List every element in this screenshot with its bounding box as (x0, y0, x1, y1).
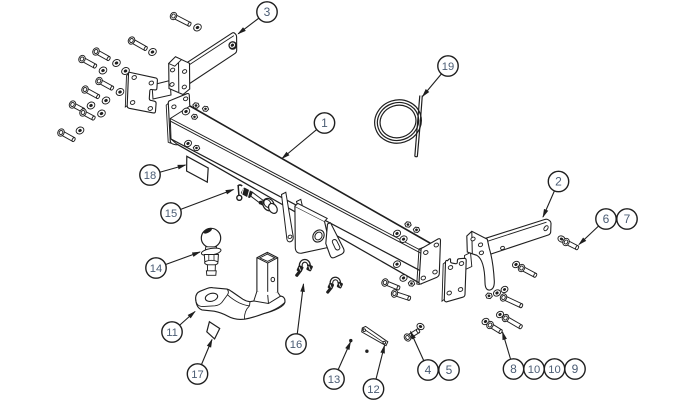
svg-text:10: 10 (528, 364, 540, 376)
svg-text:9: 9 (572, 362, 579, 376)
svg-text:6: 6 (603, 212, 610, 226)
svg-text:19: 19 (442, 61, 454, 73)
svg-text:15: 15 (165, 208, 177, 220)
svg-text:4: 4 (425, 363, 432, 377)
svg-text:14: 14 (150, 263, 162, 275)
svg-text:17: 17 (191, 369, 203, 381)
svg-text:12: 12 (367, 384, 379, 396)
svg-text:18: 18 (144, 170, 156, 182)
svg-text:8: 8 (510, 362, 517, 376)
svg-text:13: 13 (328, 374, 340, 386)
svg-text:1: 1 (321, 116, 328, 130)
svg-text:3: 3 (264, 5, 271, 19)
svg-text:11: 11 (166, 327, 178, 339)
svg-text:10: 10 (548, 364, 560, 376)
svg-text:16: 16 (290, 339, 302, 351)
svg-text:2: 2 (555, 175, 562, 189)
svg-text:7: 7 (624, 212, 631, 226)
svg-text:5: 5 (446, 363, 453, 377)
